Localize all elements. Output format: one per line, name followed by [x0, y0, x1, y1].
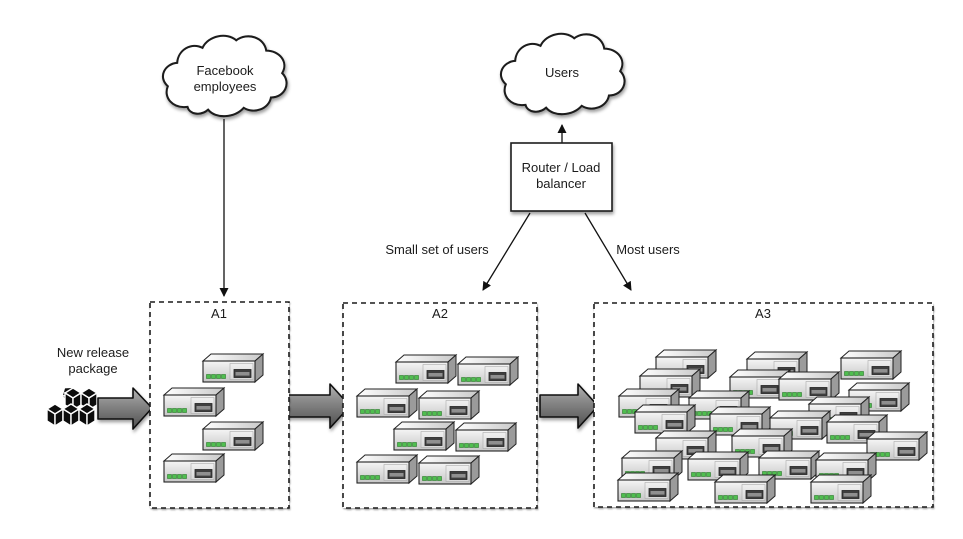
flow-arrows [97, 383, 599, 430]
block-arrow-a1-to-a2 [287, 383, 351, 429]
server-icon [840, 350, 902, 380]
server-icon [418, 390, 480, 420]
router-load-balancer-box: Router / Load balancer [510, 142, 613, 212]
server-icon [457, 356, 519, 386]
package-label-line2: package [68, 361, 117, 376]
router-label-line1: Router / Load [522, 160, 601, 175]
server-icon [202, 421, 264, 451]
package-label-line1: New release [57, 345, 129, 360]
edge-label-most-users: Most users [616, 242, 680, 257]
edge-router-to-a3 [584, 212, 632, 291]
router-label-line2: balancer [536, 176, 587, 191]
stage-a3-label: A3 [755, 306, 771, 321]
server-icon [810, 474, 872, 504]
server-icon [163, 453, 225, 483]
server-icon [634, 404, 696, 434]
server-icon [617, 472, 679, 502]
server-icon [393, 421, 455, 451]
stage-a1-label: A1 [211, 306, 227, 321]
cubes-package-icon [45, 385, 99, 428]
users-cloud-label: Users [545, 65, 579, 80]
server-icon [202, 353, 264, 383]
server-icon [714, 474, 776, 504]
block-arrow-a2-to-a3 [539, 383, 599, 429]
server-icon [778, 371, 840, 401]
server-icon [356, 388, 418, 418]
edge-router-to-a2 [482, 212, 531, 291]
server-icon [163, 387, 225, 417]
server-icon [395, 354, 457, 384]
server-icon [418, 455, 480, 485]
block-arrow-package-to-a1 [97, 387, 153, 430]
facebook-cloud-label-line2: employees [194, 79, 257, 94]
connectors [219, 119, 632, 297]
edge-label-small-set-of-users: Small set of users [385, 242, 489, 257]
new-release-package: New release package [45, 345, 129, 428]
server-icon [356, 454, 418, 484]
server-icon [455, 422, 517, 452]
stage-a2-label: A2 [432, 306, 448, 321]
facebook-cloud-label-line1: Facebook [196, 63, 254, 78]
